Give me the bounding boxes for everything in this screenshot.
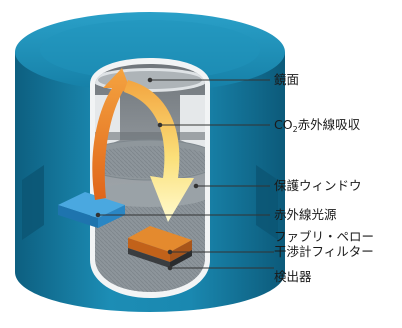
- label-protective-window: 保護ウィンドウ: [274, 178, 362, 193]
- label-filter-line1: ファブリ・ペロー: [274, 229, 375, 244]
- label-co2-suffix: 赤外線吸収: [297, 117, 361, 132]
- fabry-perot-filter-and-detector: [128, 226, 192, 268]
- label-detector: 検出器: [274, 269, 312, 284]
- label-co2-subscript: 2: [292, 125, 298, 134]
- ir-beam-down-arrow: [124, 80, 194, 222]
- label-mirror: 鏡面: [274, 72, 300, 87]
- ir-beam-up-arrow: [92, 68, 132, 200]
- label-filter-line2: 干渉計フィルター: [274, 244, 374, 259]
- label-co2-prefix: CO: [274, 117, 293, 132]
- label-co2-absorption: CO2赤外線吸収: [274, 117, 361, 134]
- ir-light-source: [58, 192, 125, 228]
- label-ir-source: 赤外線光源: [274, 207, 337, 222]
